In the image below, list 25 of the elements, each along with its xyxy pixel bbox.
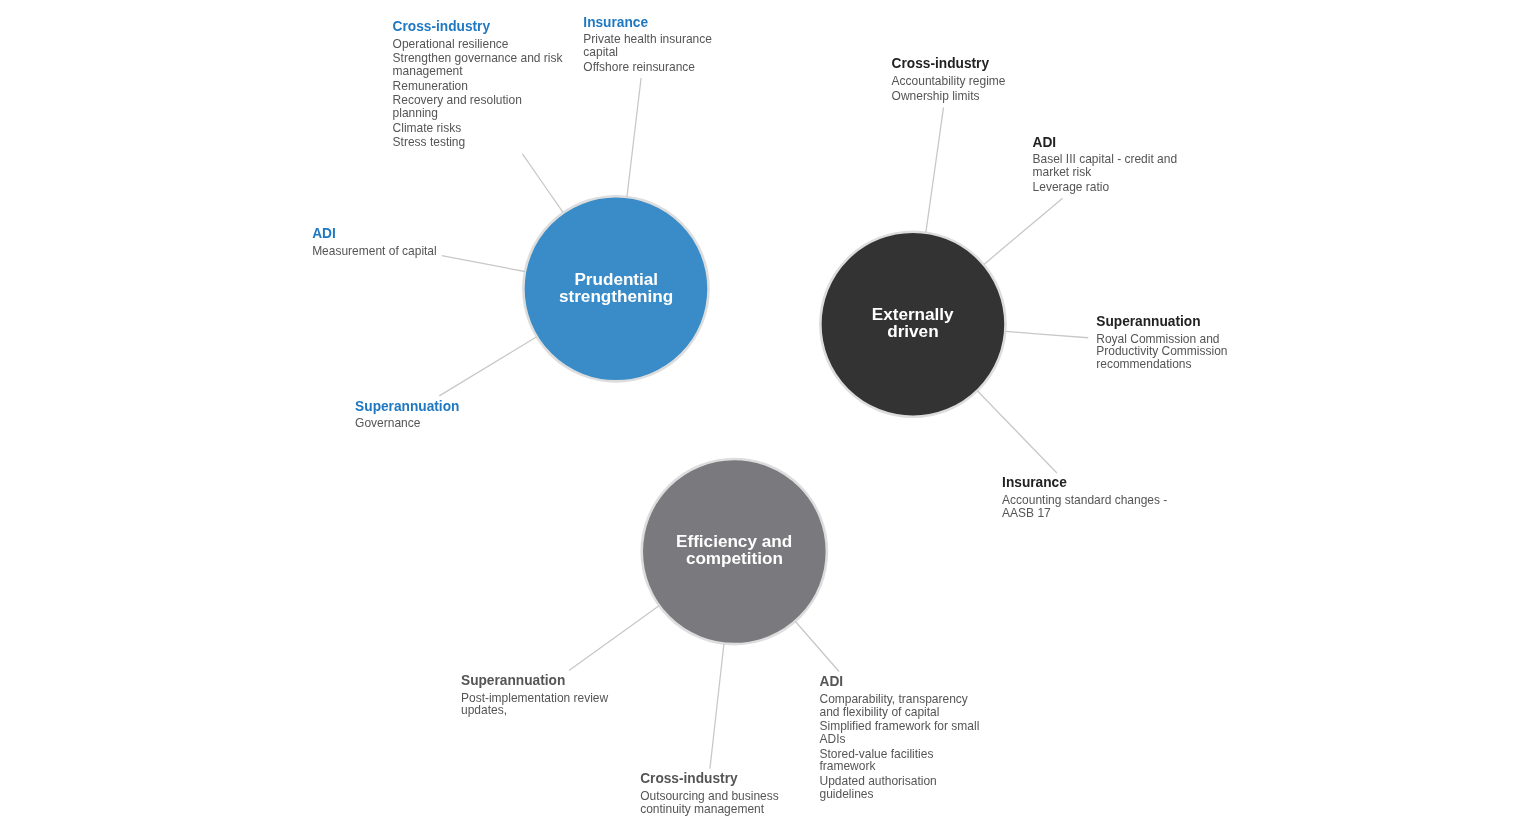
node-text: Cross-industry Operational resilience Strengthen governance and risk management Remuneration Recovery and resolution planning Climate risks Stress testing	[392, 19, 562, 150]
connector	[440, 255, 525, 273]
node-circle: Efficiency and competition	[639, 457, 828, 646]
connector	[438, 336, 537, 397]
node-text: Cross-industry Outsourcing and business continuity management	[639, 771, 779, 816]
connector	[976, 390, 1058, 474]
node-text: ADI Measurement of capital	[311, 226, 437, 258]
connector	[708, 643, 725, 770]
connector	[567, 605, 660, 672]
connector	[1004, 330, 1089, 339]
connector	[794, 620, 840, 673]
node-text: Superannuation Royal Commission and Productivity Commission recommendations	[1095, 313, 1227, 372]
node-circle: Externally driven	[818, 230, 1007, 419]
node-text: ADI Basel III capital - credit and market risk Leverage ratio	[1032, 134, 1177, 194]
node-text: Insurance Accounting standard changes - AASB 17	[1001, 475, 1167, 520]
node-text: Superannuation Post-implementation review updates,	[460, 672, 608, 718]
node-text: Cross-industry Accountability regime Ownership limits	[891, 56, 1005, 103]
connector	[521, 153, 564, 214]
connector	[924, 106, 944, 234]
connector	[982, 197, 1063, 266]
node-circle: Prudential strengthening	[521, 194, 710, 383]
connector	[625, 77, 642, 198]
node-text: Superannuation Governance	[354, 398, 459, 431]
node-text: ADI Comparability, transparency and flexibility of capital Simplified framework for small ADIs Stored-value facilities framework Updated authorisation guidelines	[818, 674, 979, 801]
node-text: Insurance Private health insurance capital Offshore reinsurance	[582, 14, 712, 74]
